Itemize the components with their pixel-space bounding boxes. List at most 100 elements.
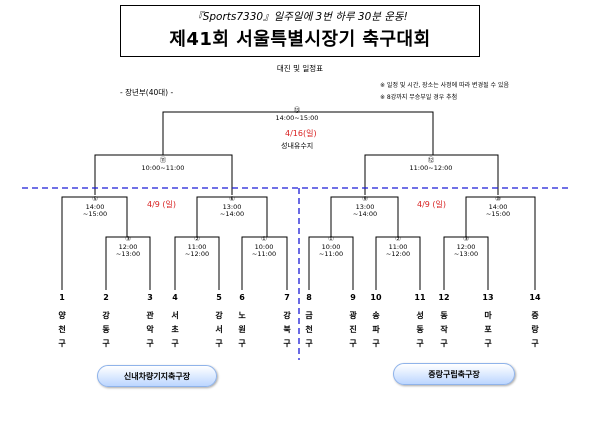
- r1-right-match-1-time-end: ~11:00: [318, 250, 344, 258]
- match-6-label: ⑥ 13:00 ~14:00: [202, 195, 262, 219]
- slogan: 『Sports7330』일주일에 3번 하루 30분 운동!: [192, 11, 408, 23]
- r1-left-match-2-label: ② 11:00 ~12:00: [167, 235, 227, 259]
- team-6-number: 6: [239, 293, 245, 302]
- page-title: 제41회 서울특별시장기 축구대회: [169, 29, 431, 50]
- team-13-number: 13: [482, 293, 494, 302]
- team-5-number: 5: [216, 293, 222, 302]
- match-10-number: ⑩: [495, 195, 501, 203]
- r1-left-match-3-number: ③: [125, 235, 131, 243]
- team-12-char-1: 동: [440, 311, 448, 320]
- match-9-time-end: ~14:00: [352, 210, 378, 218]
- division-label: - 장년부(40대) -: [120, 88, 174, 97]
- match-11-time: 10:00~11:00: [141, 163, 185, 172]
- r1-left-match-2-number: ②: [194, 235, 200, 243]
- match-9-time-start: 13:00: [355, 202, 375, 211]
- match-12-time: 11:00~12:00: [409, 163, 453, 172]
- r1-right-match-3-label: ③ 12:00 ~13:00: [436, 235, 496, 259]
- r1-left-match-1-time-start: 10:00: [254, 242, 274, 251]
- team-12-char-2: 작: [440, 325, 448, 334]
- team-7-char-3: 구: [283, 339, 291, 348]
- note-schedule-change: ※ 일정 및 시간, 장소는 사정에 따라 변경될 수 있음: [380, 82, 509, 89]
- team-11-number: 11: [414, 293, 426, 302]
- team-3-char-2: 악: [146, 325, 154, 334]
- r1-left-match-3-label: ③ 12:00 ~13:00: [98, 235, 158, 259]
- team-6-char-1: 노: [238, 311, 246, 320]
- r1-left-match-3-time-start: 12:00: [118, 242, 138, 251]
- team-13-char-3: 구: [484, 339, 492, 348]
- team-4-number: 4: [172, 293, 178, 302]
- team-2-number: 2: [103, 293, 109, 302]
- team-9-char-3: 구: [349, 339, 357, 348]
- team-2-char-3: 구: [102, 339, 110, 348]
- team-11-char-1: 성: [416, 311, 424, 320]
- match-9-number: ⑨: [362, 195, 368, 203]
- match-6-number: ⑥: [229, 195, 235, 203]
- match-12-number: ⑫: [427, 156, 435, 164]
- team-12-char-3: 구: [440, 339, 448, 348]
- team-14-char-1: 중: [531, 311, 539, 320]
- team-10-number: 10: [370, 293, 382, 302]
- r1-right-match-2-time-start: 11:00: [388, 242, 408, 251]
- match-10-time-start: 14:00: [488, 202, 508, 211]
- r1-right-match-3-time-start: 12:00: [456, 242, 476, 251]
- team-12-number: 12: [438, 293, 450, 302]
- team-8-char-1: 금: [305, 311, 313, 320]
- subtitle: 대진 및 일정표: [276, 64, 324, 73]
- team-14-number: 14: [529, 293, 541, 302]
- team-1-char-1: 양: [58, 311, 66, 320]
- final-venue: 성내유수지: [281, 142, 314, 150]
- match-5-label: ⑤ 14:00 ~15:00: [65, 195, 125, 219]
- team-4-char-2: 초: [171, 325, 179, 334]
- team-10-char-1: 송: [372, 311, 380, 320]
- team-4-char-3: 구: [171, 339, 179, 348]
- team-7-number: 7: [284, 293, 290, 302]
- team-7-char-2: 북: [283, 325, 291, 334]
- team-3-number: 3: [147, 293, 153, 302]
- r1-left-match-2-time-start: 11:00: [187, 242, 207, 251]
- r1-right-match-1-number: ①: [328, 235, 334, 243]
- r1-right-match-1-label: ① 10:00 ~11:00: [301, 235, 361, 259]
- match-12-label: ⑫ 11:00~12:00: [401, 156, 461, 172]
- team-14-char-2: 랑: [531, 325, 539, 334]
- team-14-char-3: 구: [531, 339, 539, 348]
- team-3-char-3: 구: [146, 339, 154, 348]
- team-8-char-2: 천: [305, 325, 313, 334]
- team-10-char-2: 파: [372, 325, 380, 334]
- round-date-left: 4/9 (일): [147, 200, 177, 209]
- match-5-time-end: ~15:00: [82, 210, 108, 218]
- team-5-char-2: 서: [215, 325, 223, 334]
- team-1-char-3: 구: [58, 339, 66, 348]
- final-date: 4/16(일): [285, 129, 317, 138]
- match-13-number: ⑬: [293, 106, 301, 114]
- r1-left-match-2-time-end: ~12:00: [184, 250, 210, 258]
- team-8-number: 8: [306, 293, 312, 302]
- team-5-char-1: 강: [215, 311, 223, 320]
- team-2-char-1: 강: [102, 311, 110, 320]
- team-3-char-1: 관: [146, 311, 154, 320]
- venue-right-badge: 중랑구립축구장: [393, 363, 515, 385]
- match-9-label: ⑨ 13:00 ~14:00: [335, 195, 395, 219]
- r1-right-match-2-time-end: ~12:00: [385, 250, 411, 258]
- team-5-char-3: 구: [215, 339, 223, 348]
- team-11-char-3: 구: [416, 339, 424, 348]
- team-4-char-1: 서: [171, 311, 179, 320]
- match-6-time-end: ~14:00: [219, 210, 245, 218]
- venue-left-badge: 신내차량기지축구장: [97, 365, 217, 387]
- r1-right-match-1-time-start: 10:00: [321, 242, 341, 251]
- team-9-char-2: 진: [349, 325, 357, 334]
- team-1-number: 1: [59, 293, 65, 302]
